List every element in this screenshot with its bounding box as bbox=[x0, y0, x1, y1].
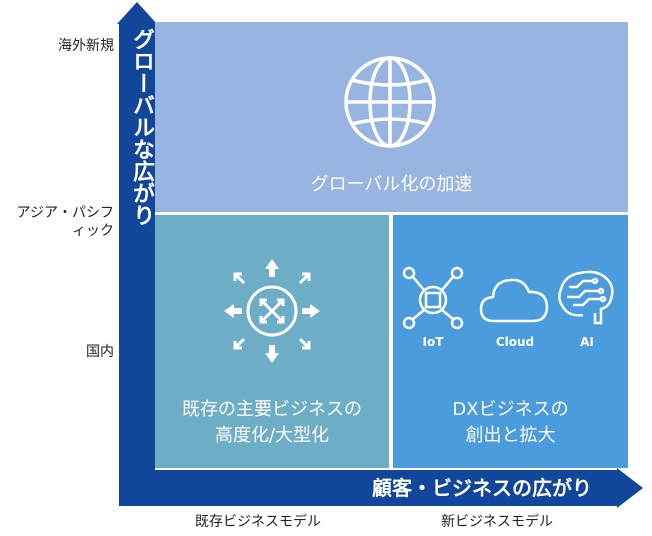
x-label-new-model: 新ビジネスモデル bbox=[441, 514, 553, 530]
ai-label: AI bbox=[580, 335, 594, 349]
quadrant-existing-label-line1: 既存の主要ビジネスの bbox=[182, 399, 362, 420]
x-axis-bar bbox=[119, 470, 619, 506]
iot-chip-icon bbox=[402, 266, 464, 330]
y-axis-bar bbox=[119, 22, 155, 506]
quadrant-new-label-line1: DXビジネスの bbox=[452, 399, 569, 420]
x-axis-title: 顧客・ビジネスの広がり bbox=[372, 476, 592, 500]
y-axis-arrowhead bbox=[117, 2, 157, 24]
quadrant-new-label-line2: 創出と拡大 bbox=[465, 425, 556, 446]
x-axis-arrowhead bbox=[617, 468, 643, 508]
quadrant-existing-label: 既存の主要ビジネスの 高度化/大型化 bbox=[155, 397, 389, 449]
expand-arrows-icon bbox=[224, 259, 320, 363]
y-label-overseas-new: 海外新規 bbox=[58, 38, 114, 54]
y-axis-title: グローバルな広がり bbox=[129, 28, 154, 226]
y-label-asia-pacific: アジア・パシフィック bbox=[16, 205, 114, 239]
quadrant-new-business: IoT Cloud AI DXビジネスの 創出と拡大 bbox=[393, 215, 628, 468]
cloud-icon bbox=[479, 278, 549, 323]
x-label-existing-model: 既存ビジネスモデル bbox=[195, 514, 321, 530]
quadrant-existing-business: 既存の主要ビジネスの 高度化/大型化 bbox=[155, 215, 389, 468]
quadrant-new-label: DXビジネスの 創出と拡大 bbox=[393, 397, 628, 449]
globe-icon bbox=[344, 56, 436, 148]
y-label-domestic: 国内 bbox=[86, 344, 114, 360]
cloud-label: Cloud bbox=[495, 335, 535, 349]
quadrant-global: グローバル化の加速 bbox=[155, 22, 628, 212]
quadrant-global-label: グローバル化の加速 bbox=[310, 174, 473, 195]
quadrant-existing-label-line2: 高度化/大型化 bbox=[214, 425, 330, 446]
iot-label: IoT bbox=[422, 335, 444, 349]
ai-brain-icon bbox=[558, 270, 614, 325]
